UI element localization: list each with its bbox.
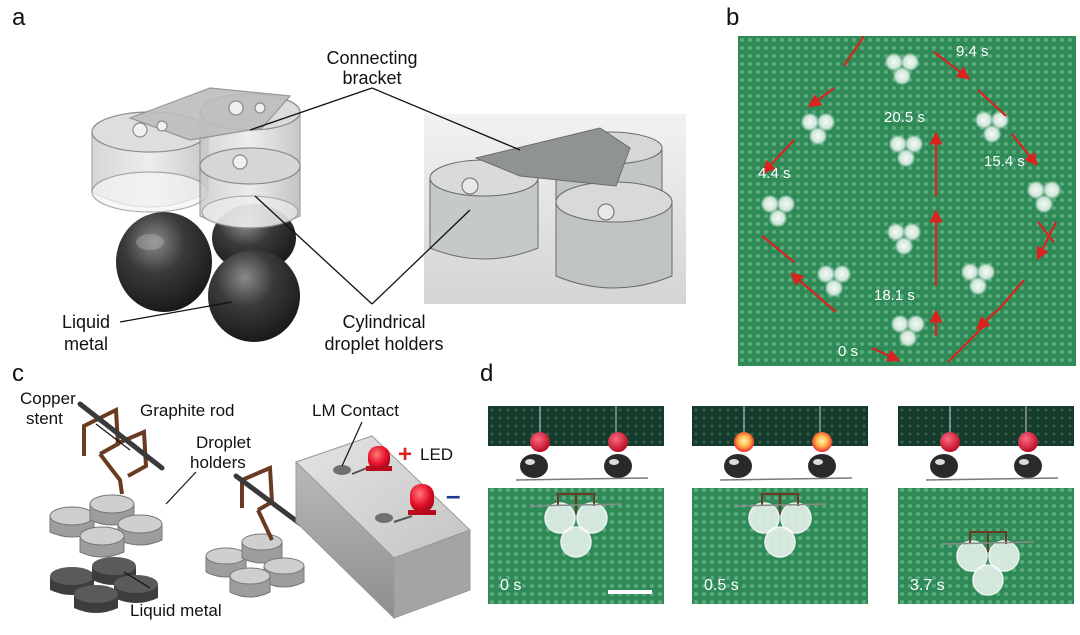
panel-letter-d: d <box>480 360 494 387</box>
label-connecting-bracket: Connecting <box>326 48 417 68</box>
label-liquid-metal-c: Liquid metal <box>130 601 222 620</box>
swimmer <box>733 493 827 558</box>
trajectory-arrows <box>761 36 1057 363</box>
label-cylindrical-holders-2: droplet holders <box>324 334 443 354</box>
frame-time-label: 0 s <box>500 577 521 594</box>
label-lm-contact: LM Contact <box>312 401 399 420</box>
video-frame-3: 3.7 s <box>898 406 1074 604</box>
panel-a-illustration: Connecting bracket Liquid metal Cylindri… <box>62 48 686 354</box>
label-copper-stent-2: stent <box>26 409 63 428</box>
time-label-15-4: 15.4 s <box>984 153 1025 170</box>
label-connecting-bracket-2: bracket <box>342 68 401 88</box>
time-label-4-4: 4.4 s <box>758 165 791 182</box>
led-top <box>351 446 392 475</box>
led-bulb <box>608 432 628 452</box>
label-liquid-metal: Liquid <box>62 312 110 332</box>
holders-photo <box>424 114 686 304</box>
panel-c-illustration: Copper stent Graphite rod Droplet holder… <box>20 389 471 620</box>
label-graphite-rod: Graphite rod <box>140 401 235 420</box>
time-label-18-1: 18.1 s <box>874 287 915 304</box>
frame-time-label: 3.7 s <box>910 577 945 594</box>
led-bulb <box>530 432 550 452</box>
swimmer <box>941 531 1035 596</box>
graphite-rod <box>77 401 165 471</box>
label-droplet-holders-2: holders <box>190 453 246 472</box>
led-bottom <box>393 484 436 523</box>
panel-b-photo: 9.4 s 20.5 s 15.4 s 4.4 s 18.1 s 0 s <box>738 36 1076 366</box>
frame-time-label: 0.5 s <box>704 577 739 594</box>
time-label-0: 0 s <box>838 343 858 360</box>
led-bulb <box>1018 432 1038 452</box>
led-bulb <box>940 432 960 452</box>
label-plus: + <box>398 441 412 468</box>
label-minus: – <box>446 480 460 510</box>
lm-contact-bar <box>295 435 471 620</box>
liquid-metal-c <box>50 557 158 613</box>
panel-letter-b: b <box>726 4 740 31</box>
led-bulb <box>734 432 754 452</box>
panel-letter-c: c <box>12 360 24 387</box>
label-droplet-holders: Droplet <box>196 433 251 452</box>
label-led: LED <box>420 445 453 464</box>
swimmer-positions <box>761 53 1061 347</box>
label-cylindrical-holders: Cylindrical <box>342 312 425 332</box>
panel-a-leader-lines <box>119 87 521 323</box>
label-liquid-metal-2: metal <box>64 334 108 354</box>
droplet-holders-c <box>49 494 163 558</box>
scale-bar <box>608 590 652 594</box>
copper-stent <box>82 406 149 495</box>
led-bulb <box>812 432 832 452</box>
panel-c-leader-lines <box>95 421 363 589</box>
label-copper-stent: Copper <box>20 389 76 408</box>
droplet-holders-render <box>91 87 301 229</box>
time-label-20-5: 20.5 s <box>884 109 925 126</box>
swimmer <box>529 493 623 558</box>
video-frame-1: 0 s <box>488 406 664 604</box>
video-frame-2: 0.5 s <box>692 406 868 604</box>
panel-letter-a: a <box>12 4 26 31</box>
time-label-9-4: 9.4 s <box>956 43 989 60</box>
assembled-swimmer <box>205 465 325 598</box>
